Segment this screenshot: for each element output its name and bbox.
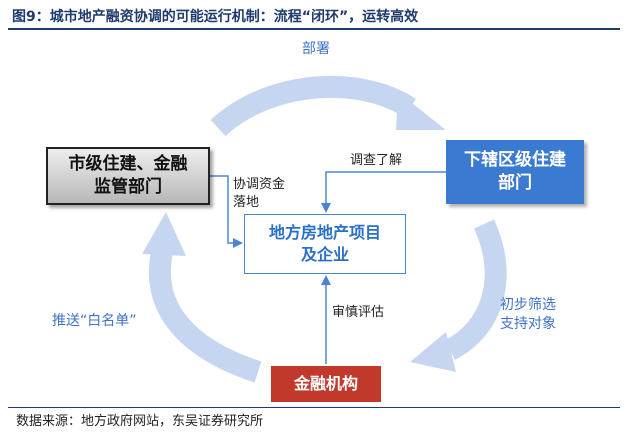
- figure-source: 数据来源：地方政府网站，东吴证券研究所: [16, 414, 264, 429]
- cycle-arrow-left: [148, 249, 262, 383]
- cycle-arrowhead-left: [142, 212, 186, 256]
- label-investigate: 调查了解: [350, 153, 403, 168]
- node-finance: 金融机构: [271, 366, 381, 402]
- label-deploy: 部署: [302, 41, 330, 57]
- label-screen: 初步筛选 支持对象: [500, 297, 556, 332]
- node-regulator: 市级住建、金融 监管部门: [46, 147, 210, 205]
- bottom-rule: [8, 407, 620, 408]
- node-developer: 地方房地产项目 及企业: [244, 214, 406, 274]
- connector-coordinate: [210, 175, 243, 248]
- connector-investigate: [321, 171, 446, 213]
- label-review: 审慎评估: [332, 305, 385, 320]
- cycle-arrow-top: [210, 75, 417, 137]
- top-rule: [8, 28, 620, 30]
- cycle-arrowhead-top: [396, 92, 446, 130]
- label-whitelist: 推送“白名单”: [52, 313, 137, 329]
- label-coordinate: 协调资金 落地: [233, 177, 286, 210]
- cycle-arrowhead-right: [410, 332, 456, 372]
- figure-title: 图9：城市地产融资协调的可能运行机制：流程“闭环”，运转高效: [12, 9, 419, 25]
- node-district: 下辖区级住建 部门: [446, 140, 584, 204]
- cycle-arrow-right: [444, 219, 507, 360]
